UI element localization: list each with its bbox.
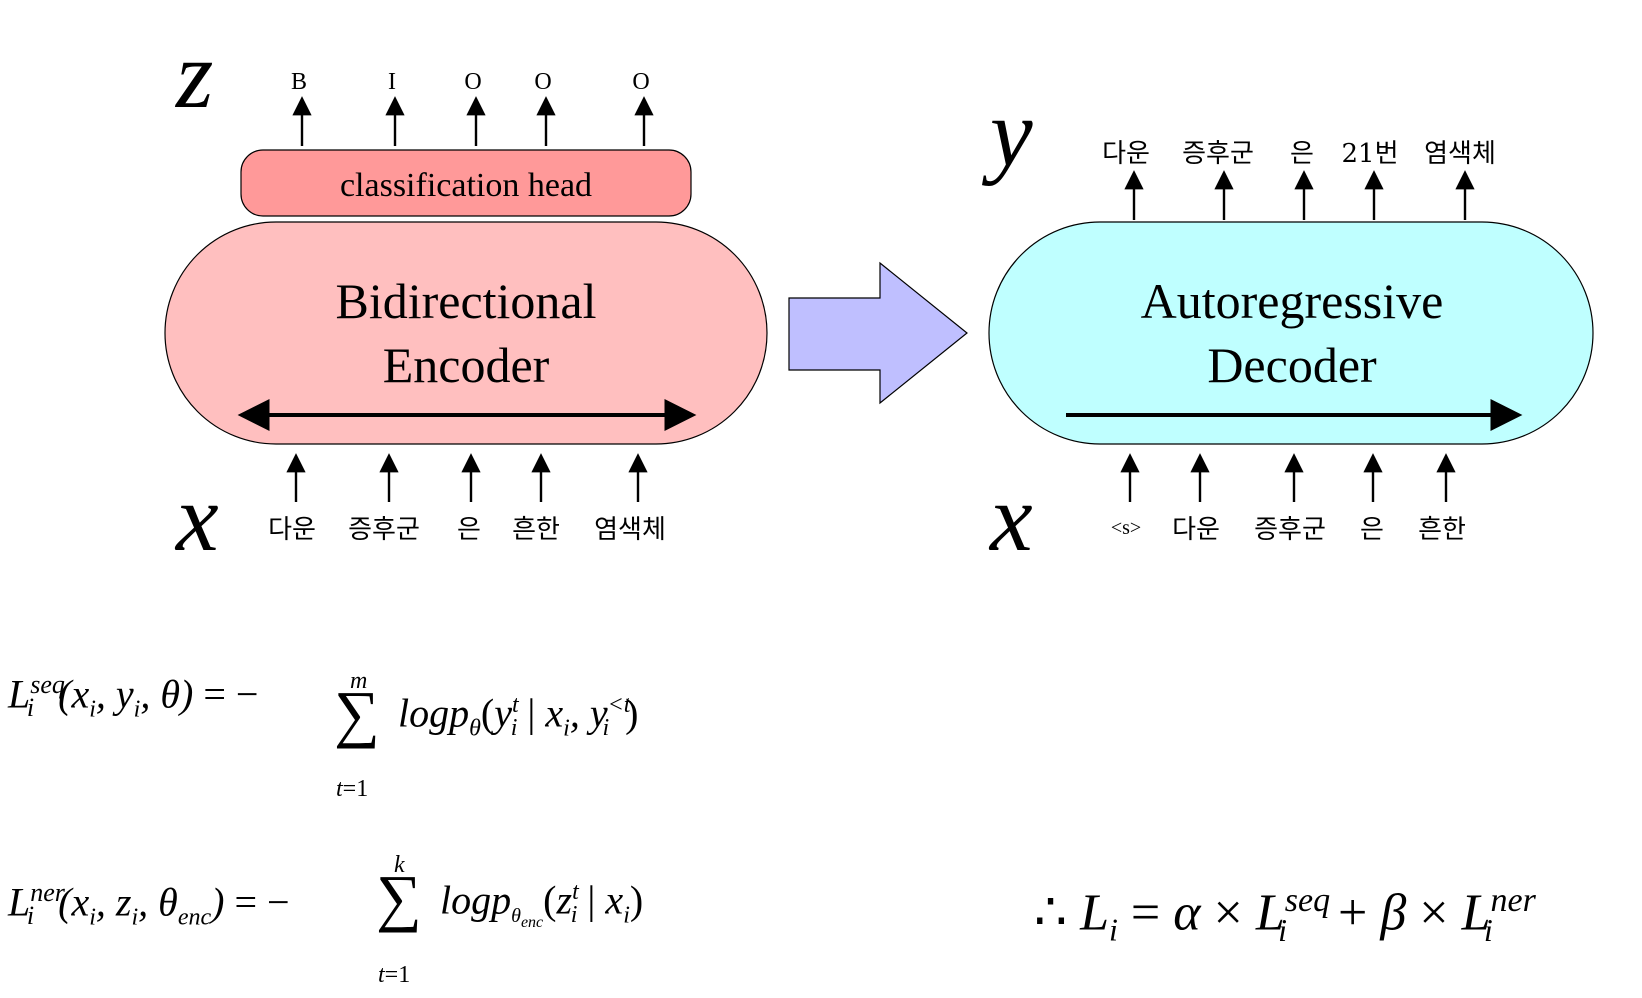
decoder-input-label: 흔한 xyxy=(1418,515,1466,545)
encoder-output-label: I xyxy=(388,69,396,95)
decoder-output-label: 은 xyxy=(1290,139,1314,169)
ner-sum-lower: t=1 xyxy=(378,962,411,988)
decoder-output-label: 증후군 xyxy=(1182,139,1254,169)
encoder-input-label: 증후군 xyxy=(348,515,420,545)
encoder-inputs: 다운 증후군 은 흔한 염색체 xyxy=(268,453,666,545)
encoder-input-label: 은 xyxy=(457,515,481,545)
encoder-body xyxy=(164,221,768,445)
classification-head-label: classification head xyxy=(340,167,592,204)
encoder-output-label: O xyxy=(464,69,481,95)
decoder-title-line1: Autoregressive xyxy=(1141,273,1444,329)
seq-sum-sigma: ∑ xyxy=(334,678,380,749)
ner-loss-rhs: logpθenc(zti | xi) xyxy=(440,877,644,932)
encoder-title-line2: Encoder xyxy=(383,337,550,393)
encoder-group: classification head Bidirectional Encode… xyxy=(164,21,768,571)
encoder-output-label: O xyxy=(534,69,551,95)
decoder-input-label: 은 xyxy=(1360,515,1384,545)
decoder-group: Autoregressive Decoder y x 다운 증후군 은 21번 … xyxy=(981,79,1594,571)
total-loss-equation: ∴ Li = α × Lseqi + β × Lneri xyxy=(1034,882,1536,948)
decoder-title-line2: Decoder xyxy=(1207,337,1377,393)
decoder-output-label: 21번 xyxy=(1341,139,1398,169)
encoder-outputs: B I O O O xyxy=(291,69,654,146)
seq-sum-upper: m xyxy=(350,668,368,694)
decoder-outputs: 다운 증후군 은 21번 염색체 xyxy=(1102,139,1496,220)
seq-sum-lower: t=1 xyxy=(336,776,369,802)
encoder-to-decoder-arrow xyxy=(788,261,968,405)
encoder-output-var-z: z xyxy=(174,21,213,128)
decoder-input-label: <s> xyxy=(1111,517,1141,539)
ner-sum-sigma: ∑ xyxy=(376,862,422,933)
decoder-inputs: <s> 다운 증후군 은 흔한 xyxy=(1111,453,1466,545)
encoder-input-label: 염색체 xyxy=(594,515,666,545)
seq-loss-equation: Lseqi(xi, yi, θ) = − xyxy=(8,670,259,723)
encoder-output-label: B xyxy=(291,69,307,95)
ner-loss-equation: Lneri(xi, zi, θenc) = − xyxy=(8,878,290,931)
decoder-input-var-x: x xyxy=(988,464,1033,571)
decoder-input-label: 다운 xyxy=(1172,515,1220,545)
classification-head-box xyxy=(240,149,692,217)
ner-sum-upper: k xyxy=(394,852,405,878)
decoder-body xyxy=(988,221,1594,445)
encoder-input-var-x: x xyxy=(174,464,219,571)
encoder-output-label: O xyxy=(632,69,649,95)
encoder-title-line1: Bidirectional xyxy=(335,273,596,329)
encoder-input-label: 흔한 xyxy=(512,515,560,545)
decoder-output-var-y: y xyxy=(981,79,1033,186)
seq-loss-rhs: logpθ(yti | xi, y<ti) xyxy=(398,690,639,742)
decoder-input-label: 증후군 xyxy=(1254,515,1326,545)
decoder-output-label: 다운 xyxy=(1102,139,1150,169)
encoder-input-label: 다운 xyxy=(268,515,316,545)
decoder-output-label: 염색체 xyxy=(1424,139,1496,169)
